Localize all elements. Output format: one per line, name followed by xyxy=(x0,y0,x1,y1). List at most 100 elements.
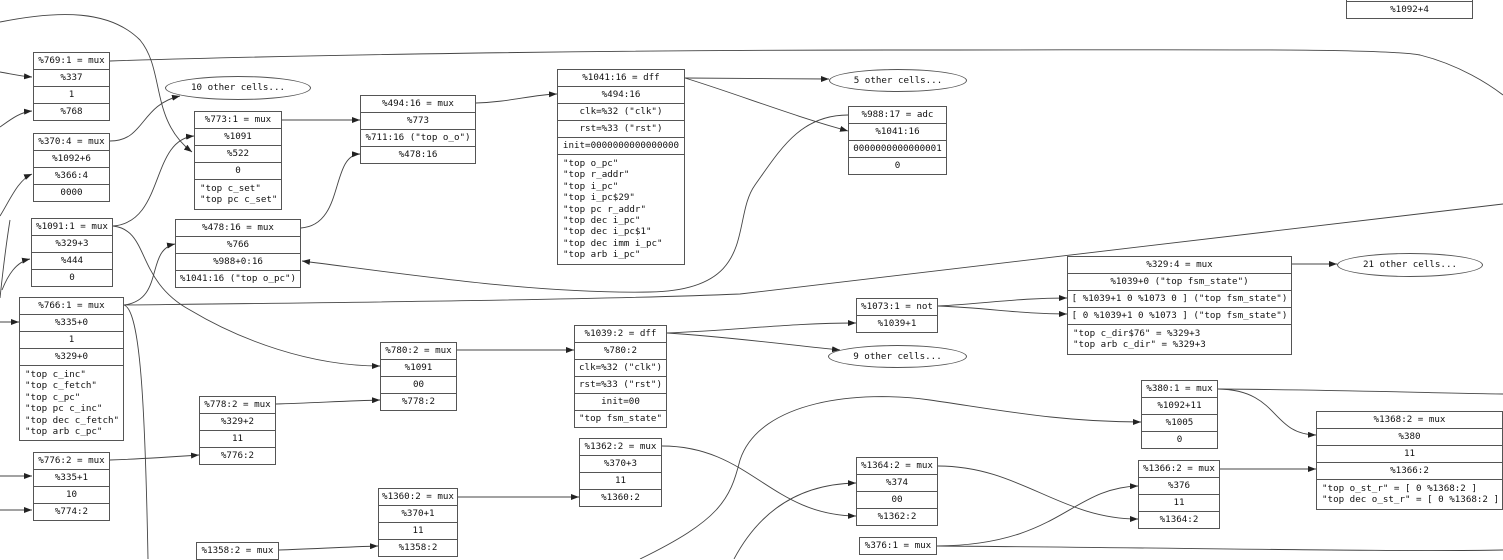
other-cells-summary[interactable]: 21 other cells... xyxy=(1337,253,1483,277)
cell-port: %478:16 xyxy=(361,146,475,163)
cell-329[interactable]: %329:4 = mux%1039+0 ("top fsm_state")[ %… xyxy=(1067,256,1292,355)
cell-376[interactable]: %376:1 = mux xyxy=(859,537,937,555)
edge xyxy=(0,219,11,299)
cell-port: %1092+4 xyxy=(1347,1,1472,18)
cell-header: %1041:16 = dff xyxy=(582,72,660,83)
cell-port: %376 xyxy=(1139,477,1219,494)
cell-port: init=0000000000000000 xyxy=(558,137,684,154)
other-cells-summary[interactable]: 9 other cells... xyxy=(828,345,967,368)
cell-port: %1039+0 ("top fsm_state") xyxy=(1068,273,1291,290)
edge xyxy=(666,320,857,334)
edge xyxy=(684,75,830,82)
cell-header: %766:1 = mux xyxy=(38,300,105,311)
edge xyxy=(666,332,841,353)
net-name: "top dec c_fetch" xyxy=(25,414,120,426)
cell-port: %329+3 xyxy=(32,235,112,252)
cell-header: %370:4 = mux xyxy=(38,136,105,147)
cell-port: %329+2 xyxy=(200,413,275,430)
cell-port: %380 xyxy=(1317,428,1502,445)
cell-header: %1358:2 = mux xyxy=(201,545,274,556)
cell-478[interactable]: %478:16 = mux%766%988+0:16%1041:16 ("top… xyxy=(175,219,301,288)
edge xyxy=(639,396,1142,559)
net-name: "top c_dir$76" = %329+3 xyxy=(1073,328,1201,339)
cell-port: 1 xyxy=(34,86,109,103)
net-name: "top dec i_pc" xyxy=(563,215,641,227)
cell-header: %780:2 = mux xyxy=(385,345,452,356)
net-name: "top pc c_set" xyxy=(200,194,278,206)
cell-port: 0 xyxy=(1142,431,1217,448)
other-cells-summary[interactable]: 5 other cells... xyxy=(829,69,967,92)
cell-port: %366:4 xyxy=(34,167,109,184)
net-name: "top o_st_r" = [ 0 %1368:2 ] xyxy=(1322,483,1477,494)
cell-port: %1091 xyxy=(195,128,281,145)
cell-1358[interactable]: %1358:2 = mux xyxy=(196,542,279,560)
cell-port: %1366:2 xyxy=(1317,462,1502,479)
edge xyxy=(123,242,176,306)
cell-port: %444 xyxy=(32,252,112,269)
cell-port: 11 xyxy=(1139,494,1219,511)
edge xyxy=(661,445,857,519)
net-name: "top i_pc$29" xyxy=(563,192,635,204)
net-name: "top o_pc" xyxy=(563,158,619,169)
net-name: "top c_set" xyxy=(200,183,261,194)
cell-1073[interactable]: %1073:1 = not%1039+1 xyxy=(856,298,938,333)
cell-header: %1360:2 = mux xyxy=(382,491,454,502)
edge xyxy=(0,173,33,217)
cell-port: rst=%33 ("rst") xyxy=(575,376,666,393)
edge xyxy=(936,545,1503,551)
net-name: "top dec o_st_r" = [ 0 %1368:2 ] xyxy=(1322,494,1500,506)
cell-port: %711:16 ("top o_o") xyxy=(361,129,475,146)
net-name: "top dec imm i_pc" xyxy=(563,237,663,249)
edge xyxy=(937,295,1068,307)
cell-494[interactable]: %494:16 = mux%773%711:16 ("top o_o")%478… xyxy=(360,95,476,164)
cell-header: %1364:2 = mux xyxy=(861,460,933,471)
cell-port: %335+0 xyxy=(20,314,123,331)
net-name: "top c_pc" xyxy=(25,391,81,403)
edge xyxy=(1,257,31,291)
cell-port: 11 xyxy=(1317,445,1502,462)
cell-port: clk=%32 ("clk") xyxy=(558,103,684,120)
cell-port: %778:2 xyxy=(381,393,456,410)
cell-port: %1041:16 ("top o_pc") xyxy=(176,270,300,287)
cell-port: %1358:2 xyxy=(379,539,457,556)
cell-port: %774:2 xyxy=(34,503,109,520)
cell-port: 1 xyxy=(20,331,123,348)
cell-port: clk=%32 ("clk") xyxy=(575,359,666,376)
edge xyxy=(300,151,361,229)
cell-port: init=00 xyxy=(575,393,666,410)
cell-port: %1364:2 xyxy=(1139,511,1219,528)
edge xyxy=(109,94,181,142)
cell-header: %1091:1 = mux xyxy=(36,221,108,232)
cell-port: %780:2 xyxy=(575,342,666,359)
cell-header: %1039:2 = dff xyxy=(584,328,657,339)
cell-port: [ %1039+1 0 %1073 0 ] ("top fsm_state") xyxy=(1068,290,1291,307)
other-cells-summary[interactable]: 10 other cells... xyxy=(165,76,311,100)
cell-port: 11 xyxy=(379,522,457,539)
cell-header: %1368:2 = mux xyxy=(1373,414,1446,425)
cell-header: %1362:2 = mux xyxy=(584,441,657,452)
cell-net-names: "top c_dir$76" = %329+3"top arb c_dir" =… xyxy=(1068,324,1291,354)
edge xyxy=(123,304,149,559)
cell-port: %773 xyxy=(361,112,475,129)
cell-header: %778:2 = mux xyxy=(204,399,271,410)
cell-port: %329+0 xyxy=(20,348,123,365)
cell--top[interactable]: 0%1092+4 xyxy=(1346,0,1473,19)
